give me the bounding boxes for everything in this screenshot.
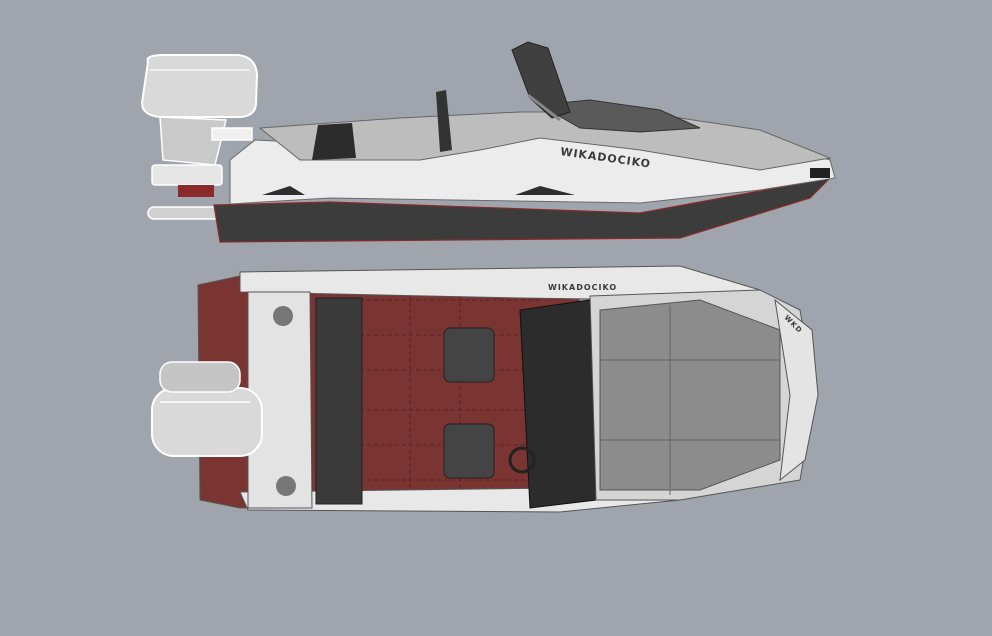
top-steering-wheel — [508, 446, 536, 474]
top-console — [519, 299, 597, 509]
top-bow — [774, 298, 819, 482]
side-nav-light — [810, 168, 830, 178]
top-cup-holder-1 — [273, 306, 293, 326]
side-helm-seat — [436, 90, 452, 152]
top-outboard-motor — [151, 361, 263, 457]
side-hull-bottom — [213, 177, 832, 243]
top-hull-lettering: WIKADOCIKO — [548, 283, 617, 292]
side-vent-2 — [515, 186, 575, 195]
side-outboard-motor — [140, 54, 259, 220]
side-windshield — [538, 99, 701, 133]
side-seat — [312, 123, 356, 160]
top-deck-grid — [360, 295, 540, 490]
top-seat-port — [443, 327, 495, 383]
top-seat-starboard — [443, 423, 495, 479]
top-rear-bench — [315, 297, 363, 505]
top-cup-holder-2 — [276, 476, 296, 496]
side-view: WIKADOCIKO — [140, 41, 836, 243]
top-view: WIKADOCIKO WKD — [151, 265, 819, 513]
top-windshield-glass — [599, 299, 781, 491]
side-vent-1 — [262, 186, 305, 195]
